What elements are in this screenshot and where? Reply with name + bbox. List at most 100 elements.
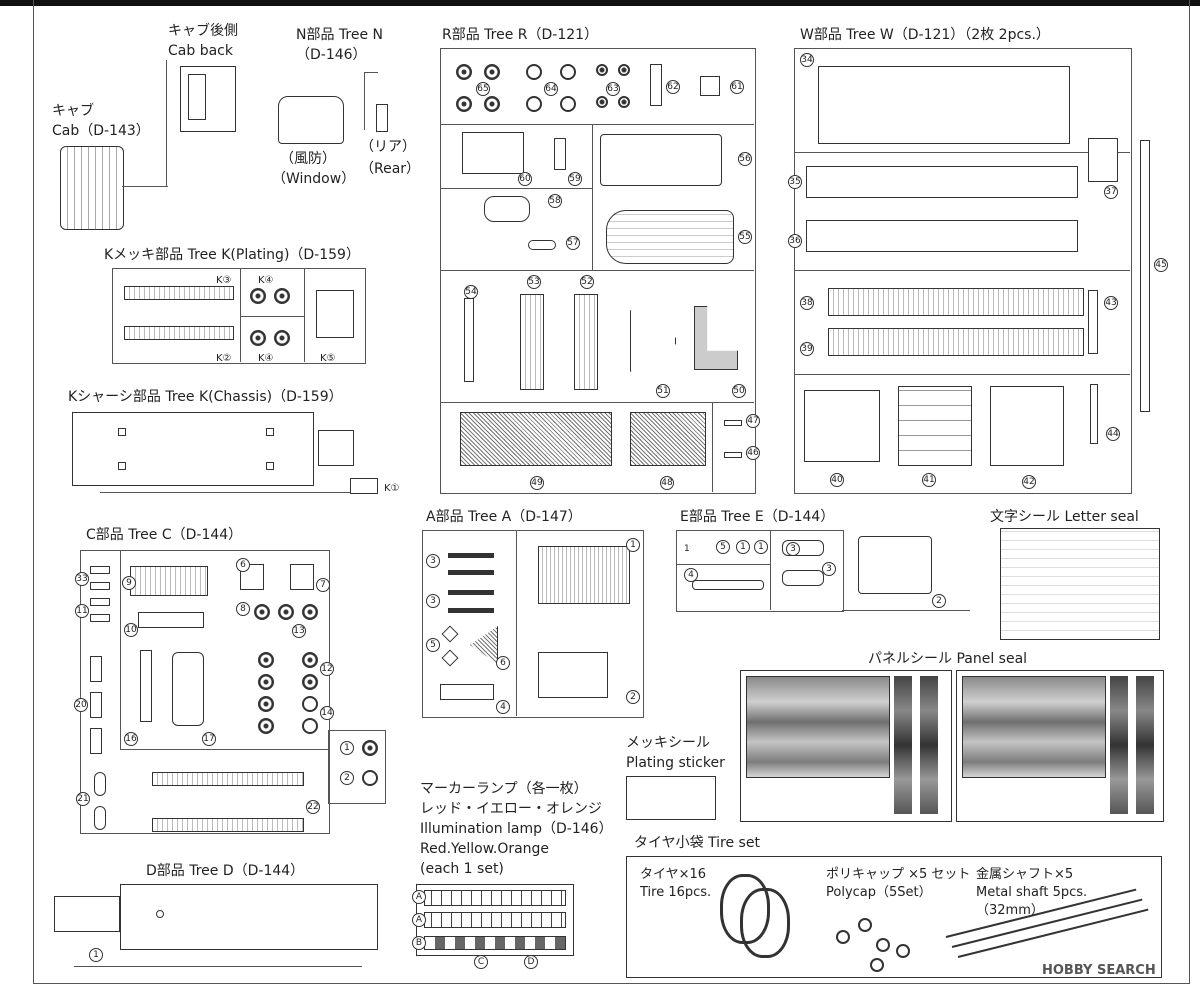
tree-r-row3 [440,270,754,271]
c10-number: 10 [124,623,138,637]
e3-part [782,570,824,586]
panel-seal-strip [1110,676,1128,814]
shaft-label-jp: 金属シャフト×5 [976,867,1074,882]
c17-part [172,652,204,726]
c13-number: 13 [292,624,306,638]
r54-part [464,298,474,382]
c21-part [94,806,106,830]
marker-lamp-en2: Red.Yellow.Orange [420,841,550,857]
r46-part [724,452,742,458]
k1-number: K① [384,483,400,494]
c20-number: 20 [74,698,88,712]
a2-number: 2 [626,690,640,704]
c33-number: 33 [75,572,89,586]
c22-number: 22 [306,800,320,814]
c8-wheel [254,604,270,620]
k3-number: K③ [216,275,232,286]
r55-number: 55 [738,230,752,244]
c7-number: 7 [316,578,330,592]
tree-k-plating-title: Kメッキ部品 Tree K(Plating)（D-159） [104,247,360,263]
window-label-jp: （風防） [280,151,336,167]
c8-number: 8 [236,602,250,616]
panel-seal-image-right [962,676,1106,778]
page-frame [33,0,1190,984]
marker-lamp-row-a2 [424,912,566,928]
w37-number: 37 [1104,185,1118,199]
r65-wheel [456,96,472,112]
letter-seal-sheet [1000,528,1160,640]
chassis-hole [266,462,274,470]
tree-r-row2 [440,188,592,189]
a5-number: 5 [426,638,440,652]
r65-number: 65 [476,82,490,96]
c16-part [140,650,152,722]
tree-r-col2 [712,402,713,492]
r65-wheel [484,96,500,112]
r53-number: 53 [527,275,541,289]
a3-part [448,608,494,613]
c6-number: 6 [236,558,250,572]
tree-e-divider-h [676,564,770,565]
c33-part [90,582,110,590]
polycap-icon [836,930,850,944]
e3-number-top: 3 [786,542,800,556]
letter-seal-title: 文字シール Letter seal [990,509,1139,525]
c2-part [362,770,378,786]
r64-ring [560,96,576,112]
w34-panel [818,66,1070,144]
a4-number: 4 [496,700,510,714]
tree-k-plating-divider-h [240,316,304,317]
c14-number: 14 [320,706,334,720]
r51-number: 51 [656,384,670,398]
tree-r-row1 [440,124,754,125]
r57-number: 57 [566,236,580,250]
cab-back-label-jp: キャブ後側 [168,23,238,39]
c14-ring-b [302,718,318,734]
r54-number: 54 [464,285,478,299]
k4-number-bottom: K④ [258,353,274,364]
tire-label-jp: タイヤ×16 [640,867,707,882]
w35-panel [806,166,1078,198]
panel-seal-strip [920,676,938,814]
tree-e-runner [842,610,970,611]
c13-wheel-a [278,604,294,620]
k-chassis-frame [72,412,314,486]
r53-part [520,294,544,390]
e4-number: 4 [684,568,698,582]
rear-part [376,104,388,132]
w38-number: 38 [800,296,814,310]
k4-wheel-b [274,288,290,304]
tree-k-chassis-title: Kシャーシ部品 Tree K(Chassis)（D-159） [68,389,343,405]
chassis-hole [118,428,126,436]
a1-part [538,546,630,604]
r65-wheel [456,64,472,80]
c9-number: 9 [122,576,136,590]
w43-part [1088,290,1098,354]
r60-number: 60 [518,172,532,186]
r49-grille [460,412,612,466]
panel-seal-strip [1136,676,1154,814]
w34-number: 34 [800,53,814,67]
r48-number: 48 [660,476,674,490]
w36-panel [806,220,1078,252]
k3-part [124,286,234,300]
r46-number: 46 [746,446,760,460]
r63-wheel [618,96,630,108]
tree-c-side-box [328,730,386,804]
c20-part [90,656,102,682]
c2-number: 2 [340,771,354,785]
c11-part [90,614,110,622]
r55-car-body [606,210,734,264]
plating-sticker-sheet [626,776,716,820]
w39-number: 39 [800,342,814,356]
w41-number: 41 [922,473,936,487]
r58-number: 58 [548,194,562,208]
marker-lamp-jp2: レッド・イエロー・オレンジ [420,801,602,817]
c10-part [138,612,204,628]
c22-part-top [152,772,304,786]
top-border [0,0,1200,6]
chassis-hole [118,462,126,470]
k-chassis-runner [100,492,376,493]
r64-ring [560,64,576,80]
r56-chassis [600,134,722,186]
